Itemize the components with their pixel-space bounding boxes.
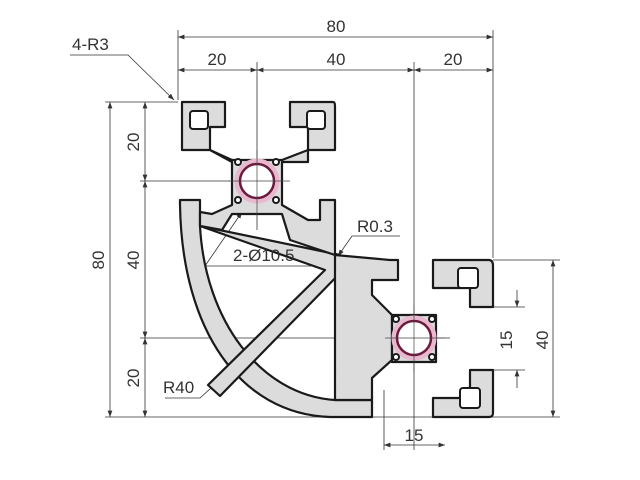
label-left-seg-2: 40 — [124, 251, 143, 270]
dimension-labels: 80 20 40 20 4-R3 80 20 40 20 40 15 15 R0… — [72, 17, 552, 445]
label-right-slot: 15 — [497, 331, 516, 350]
aluminum-profile — [178, 100, 495, 419]
label-fillet: R0.3 — [357, 217, 393, 236]
label-arc-radius: R40 — [163, 378, 194, 397]
center-lines — [228, 150, 445, 372]
label-corner-radius: 4-R3 — [72, 35, 109, 54]
label-left-overall: 80 — [89, 251, 108, 270]
label-left-seg-3: 20 — [124, 369, 143, 388]
label-left-seg-1: 20 — [124, 133, 143, 152]
top-node-core — [198, 148, 337, 257]
label-bottom-slot: 15 — [405, 426, 424, 445]
label-top-seg-1: 20 — [208, 50, 227, 69]
label-bore: 2-Ø10.5 — [233, 246, 294, 265]
br-top-left-block — [333, 253, 400, 402]
label-top-overall: 80 — [327, 17, 346, 36]
label-right-overall: 40 — [533, 331, 552, 350]
dimension-lines — [70, 34, 556, 448]
arc-wall — [178, 198, 374, 419]
label-top-seg-2: 40 — [327, 50, 346, 69]
label-top-seg-3: 20 — [444, 50, 463, 69]
